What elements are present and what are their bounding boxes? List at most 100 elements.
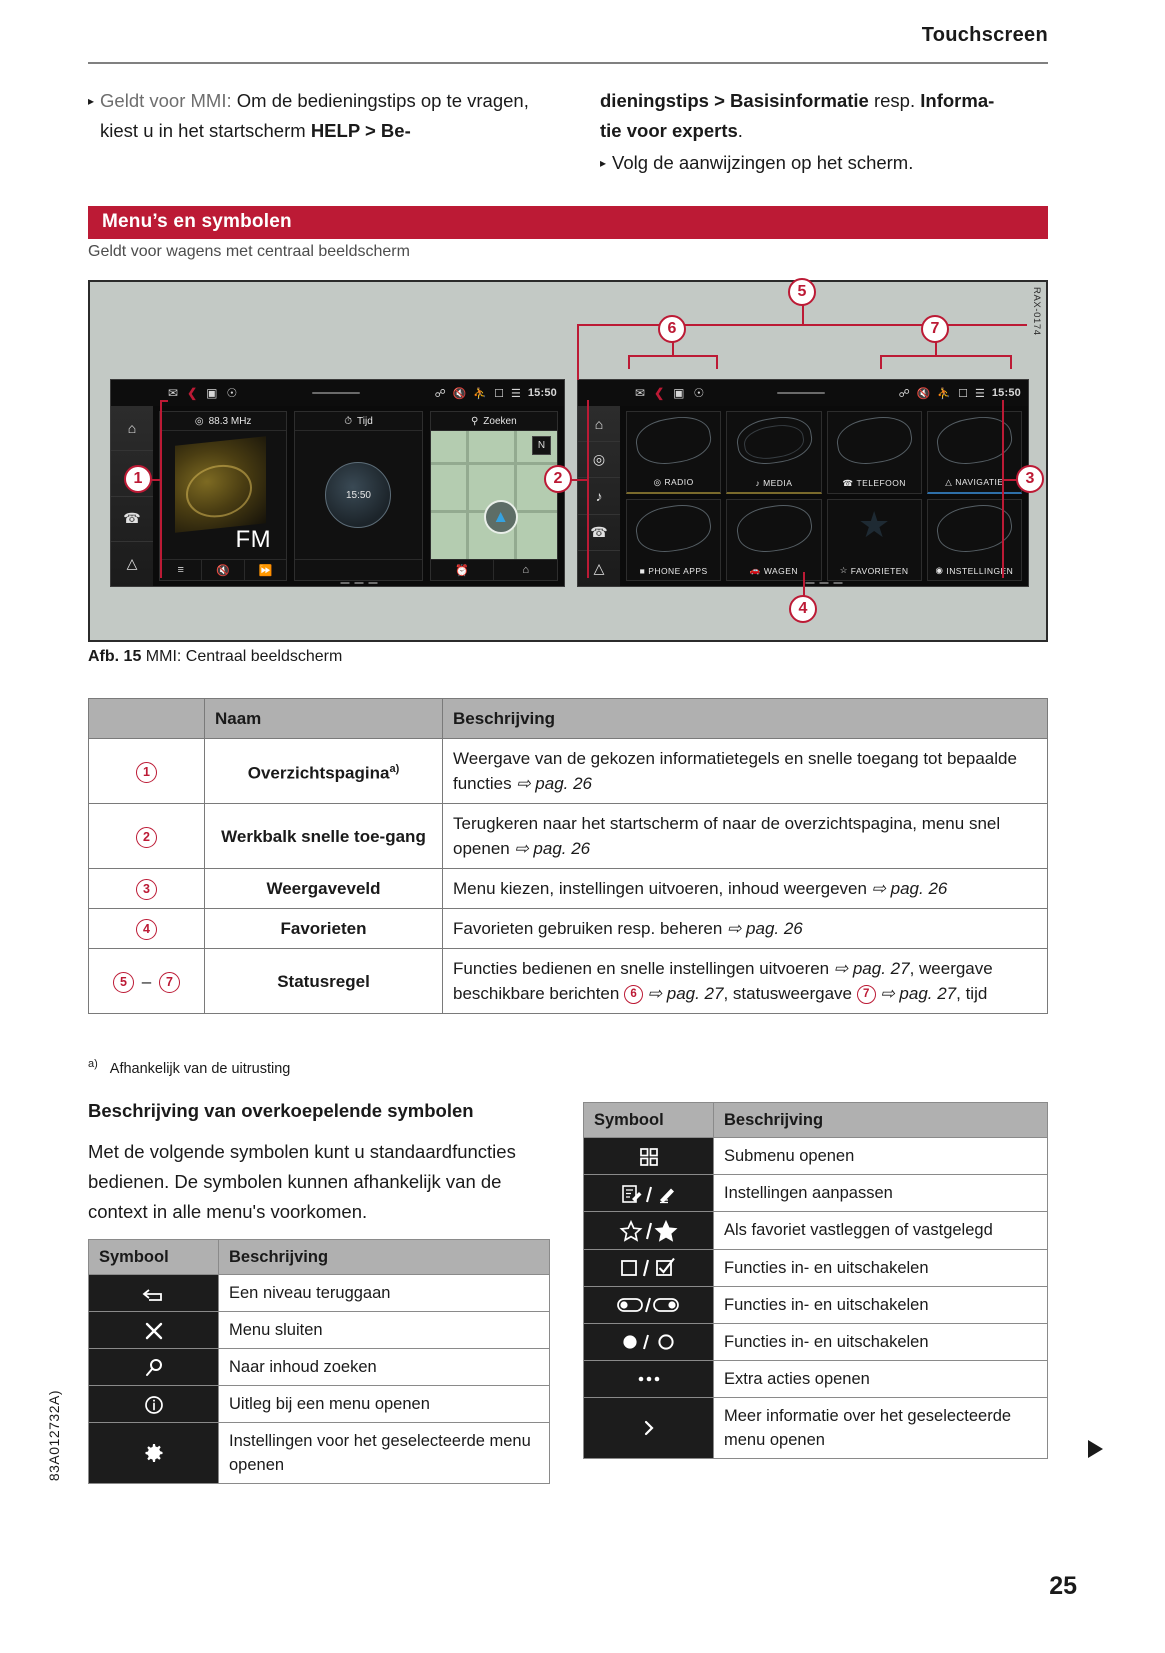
mmi-right-sidebar[interactable]: ⌂ ◎ ♪ ☎ △ [578, 406, 620, 586]
legend-table: Naam Beschrijving 1 Overzichtspaginaa) W… [88, 698, 1048, 1014]
checkbox-icon [583, 1248, 714, 1287]
phone-icon[interactable]: ☎ [578, 515, 620, 551]
row-number-cell: 4 [88, 908, 205, 949]
table-row: Een niveau teruggaan [88, 1274, 550, 1312]
chevron-right-icon [583, 1396, 714, 1459]
phone-apps-icon: ■ [639, 566, 646, 576]
home-tile-telephone[interactable]: ☎TELEFOON [826, 411, 922, 494]
symtab-left-desc-3: Naar inhoud zoeken [218, 1348, 550, 1386]
home-tile-settings-label: INSTELLINGEN [946, 565, 1014, 576]
radio-icon[interactable]: ◎ [578, 442, 620, 479]
intro-sep-2: > [708, 90, 731, 111]
page-indicator-dots [805, 582, 843, 584]
overview-card-time[interactable]: ⏱ Tijd 15:50 [294, 411, 423, 581]
overview-card-radio[interactable]: ◎ 88.3 MHz FM ≡ 🔇 ⏩ [159, 411, 288, 581]
row-number-cell: 3 [88, 868, 205, 909]
navigation-icon[interactable]: △ [593, 559, 605, 576]
media-icon[interactable]: ♪ [578, 478, 620, 515]
star-outline-filled-icon [583, 1211, 714, 1250]
symtab-right-header-row: Symbool Beschrijving [583, 1102, 1048, 1138]
fuel-icon: ▣ [206, 386, 218, 400]
home-tile-navigation[interactable]: △NAVIGATIE [926, 411, 1022, 494]
table-row: Uitleg bij een menu openen [88, 1385, 550, 1423]
bluetooth-icon: ☍ [434, 387, 446, 400]
symtab-left-header-row: Symbool Beschrijving [88, 1239, 550, 1275]
table-header-naam: Naam [204, 698, 443, 739]
phone-icon: ☎ [842, 477, 854, 488]
overview-card-nav-title: Zoeken [483, 415, 517, 427]
intro-mid-resp: resp. [868, 90, 921, 111]
phone-signal-icon: ☐ [494, 387, 504, 400]
leader-line-4 [803, 572, 805, 600]
phone-icon[interactable]: ☎ [111, 497, 153, 542]
home-tile-favorites[interactable]: ★ ☆FAVORIETEN [826, 498, 922, 581]
next-icon[interactable]: ⏩ [258, 564, 273, 577]
navigation-icon[interactable]: △ [126, 555, 138, 572]
home-tile-settings[interactable]: ◉INSTELLINGEN [926, 498, 1022, 581]
leader-line-5c [802, 304, 804, 324]
table-row: Als favoriet vastleggen of vastgelegd [583, 1211, 1048, 1250]
home-tile-media[interactable]: ♪MEDIA [726, 411, 822, 494]
mute-icon: 🔇 [452, 387, 467, 400]
intro-bold-dieningstips: dieningstips [600, 90, 709, 111]
home-tile-phone-apps[interactable]: ■PHONE APPS [626, 498, 722, 581]
leader-line-3 [1002, 400, 1004, 578]
empty-slot [295, 560, 421, 580]
leader-line-7c [1010, 355, 1012, 369]
row-desc-5-part3: , statusweergave [723, 984, 857, 1003]
mmi-left-statusbar: ✉ ❮ ▣ ☉ ☍ 🔇 ⛹ ☐ ☰ 15:50 [111, 380, 564, 406]
table-row: Instellingen aanpassen [583, 1174, 1048, 1212]
overview-card-navigation[interactable]: ⚲ Zoeken ▲ N ⏰ [429, 411, 558, 581]
gear-icon [88, 1422, 219, 1484]
next-page-arrow-icon [1088, 1440, 1103, 1458]
overview-card-nav-art: ▲ N [430, 431, 557, 559]
intro-bold-be: Be- [380, 120, 411, 141]
table-row: Functies in- en uitschakelen [583, 1322, 1048, 1361]
leader-line-7 [880, 355, 1010, 357]
row-desc-cell: Terugkeren naar het startscherm of naar … [442, 803, 1048, 869]
home-tile-radio-label: RADIO [664, 477, 694, 487]
row-desc-5-part4: , tijd [956, 984, 988, 1003]
home-tile-car[interactable]: 🚗WAGEN [726, 498, 822, 581]
row-name-1: Overzichtspagina [247, 763, 390, 783]
symtab-right-desc-7: Extra acties openen [713, 1359, 1048, 1398]
mmi-left-body: ◎ 88.3 MHz FM ≡ 🔇 ⏩ ⏱ [153, 406, 564, 586]
intro-bold-experts: tie voor experts [600, 120, 738, 141]
media-icon: ♪ [755, 477, 761, 488]
symtab-left-desc-2: Menu sluiten [218, 1311, 550, 1349]
callout-number-3: 3 [136, 879, 157, 901]
search-icon [88, 1348, 219, 1386]
home-tile-radio[interactable]: ◎RADIO [626, 411, 722, 494]
intro-lead: Geldt voor MMI: [100, 90, 232, 111]
symtab-right-header-beschrijving: Beschrijving [713, 1102, 1048, 1138]
section-banner: Menu’s en symbolen [88, 206, 1048, 239]
close-x-icon [88, 1311, 219, 1349]
recent-icon[interactable]: ⏰ [431, 560, 495, 580]
intro-column-right: dieningstips > Basisinformatie resp. Inf… [600, 86, 1048, 178]
intro-column-left: ▸ Geldt voor MMI: Om de bedieningstips o… [88, 86, 533, 146]
range-dash: – [141, 971, 152, 991]
mmi-left-sidebar[interactable]: ⌂ ◎ ☎ △ [111, 406, 153, 586]
bluetooth-icon: ☍ [898, 387, 910, 400]
bullet-marker-icon-2: ▸ [600, 156, 607, 170]
callout-4: 4 [789, 595, 817, 623]
row-desc-2-ref: ⇨ pag. 26 [514, 839, 591, 858]
figure-caption-label: Afb. 15 [88, 648, 142, 665]
page-number: 25 [1049, 1572, 1077, 1600]
leader-line-2b [558, 479, 588, 481]
home-icon[interactable]: ⌂ [578, 406, 620, 443]
callout-number-2: 2 [136, 826, 157, 848]
envelope-icon: ✉ [168, 386, 179, 400]
row-desc-5-part1: Functies bedienen en snelle instellingen… [453, 959, 834, 978]
home-icon[interactable]: ⌂ [111, 406, 153, 452]
mute-icon[interactable]: 🔇 [202, 560, 245, 580]
home-icon[interactable]: ⌂ [522, 564, 529, 576]
callout-7: 7 [921, 315, 949, 343]
car-icon: 🚗 [749, 565, 761, 575]
leader-line-6b [628, 355, 630, 369]
row-desc-3-ref: ⇨ pag. 26 [871, 879, 948, 898]
symbols-intro-text: Met de volgende symbolen kunt u standaar… [88, 1141, 516, 1222]
list-icon[interactable]: ≡ [160, 560, 203, 580]
footnote-marker: a) [88, 1058, 98, 1070]
envelope-icon: ✉ [635, 386, 646, 400]
